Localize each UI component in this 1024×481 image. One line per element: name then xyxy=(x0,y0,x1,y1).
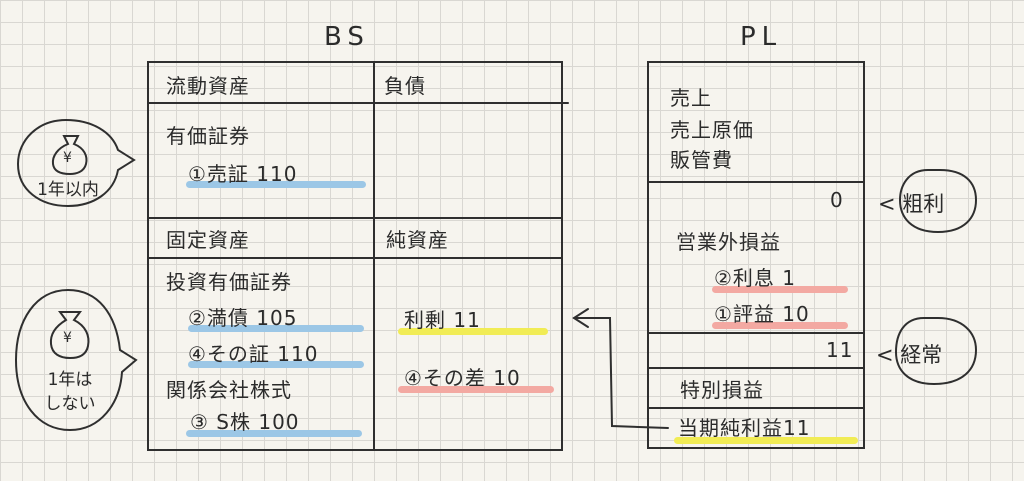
highlight-interest xyxy=(712,286,848,293)
bubble-bottom xyxy=(14,288,138,432)
highlight-trading xyxy=(186,181,366,188)
highlight-net-income xyxy=(674,437,858,444)
callout-ordinary: < 経常 xyxy=(876,343,943,367)
highlight-subsidiary xyxy=(186,430,362,437)
money-bag-icon-top xyxy=(51,135,88,176)
bs-retained-earnings: 利剰 11 xyxy=(404,308,481,332)
bubble-not-within-line1: 1年は xyxy=(47,370,93,390)
bs-trading-item: ①売証 110 xyxy=(188,162,298,186)
pl-cogs-label: 売上原価 xyxy=(670,118,754,142)
bubble-top xyxy=(16,118,136,208)
bs-htm-item: ②満債 105 xyxy=(188,306,298,330)
highlight-htm xyxy=(188,325,364,332)
bs-investment-securities-label: 投資有価証券 xyxy=(166,270,292,294)
money-bag-icon-bottom xyxy=(49,311,90,360)
pl-ordinary-value: 11 xyxy=(826,338,854,362)
callout-gross: < 粗利 xyxy=(878,192,945,216)
flow-arrow xyxy=(573,317,669,429)
highlight-retained xyxy=(398,328,548,335)
pl-sga-label: 販管費 xyxy=(670,148,733,172)
bs-title: BS xyxy=(324,22,370,52)
bs-other-item: ④その証 110 xyxy=(188,342,319,366)
bs-net-assets-label: 純資産 xyxy=(386,228,449,252)
bs-securities-label: 有価証券 xyxy=(166,124,250,148)
pl-interest-item: ②利息 1 xyxy=(714,266,797,290)
pl-valuation-gain-item: ①評益 10 xyxy=(714,302,810,326)
pl-sales-label: 売上 xyxy=(670,86,712,110)
pl-gross-value: 0 xyxy=(830,188,844,212)
bs-affiliates-label: 関係会社株式 xyxy=(166,378,292,402)
pl-net-income: 当期純利益11 xyxy=(678,416,811,440)
bs-liabilities-label: 負債 xyxy=(384,74,426,98)
highlight-valuation-gain xyxy=(712,322,848,329)
bs-current-assets-label: 流動資産 xyxy=(166,74,250,98)
callout-ordinary-bubble xyxy=(894,317,978,386)
highlight-other xyxy=(188,361,364,368)
bs-box xyxy=(147,61,563,451)
money-bag-yen-top: ¥ xyxy=(63,150,72,166)
flow-arrow-head xyxy=(572,308,589,328)
bs-fixed-assets-label: 固定資産 xyxy=(166,228,250,252)
callout-gross-bubble xyxy=(898,169,978,234)
pl-title: PL xyxy=(740,22,783,52)
pl-extraordinary-label: 特別損益 xyxy=(680,378,764,402)
bubble-within-one-year: 1年以内 xyxy=(37,180,99,200)
pl-non-operating-label: 営業外損益 xyxy=(676,230,781,254)
bs-valuation-diff: ④その差 10 xyxy=(404,366,521,390)
bs-subsidiary-item: ③ S株 100 xyxy=(190,410,300,434)
pl-box xyxy=(647,61,865,449)
highlight-valuation-diff xyxy=(398,386,554,393)
bubble-not-within-line2: しない xyxy=(44,394,96,414)
money-bag-yen-bottom: ¥ xyxy=(63,330,72,346)
